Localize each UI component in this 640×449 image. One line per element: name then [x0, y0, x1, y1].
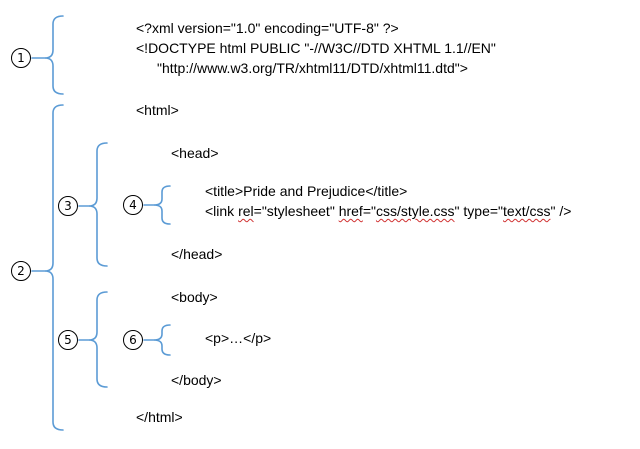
- code-head-close: </head>: [171, 246, 223, 262]
- code-paragraph-element: <p>…</p>: [205, 330, 272, 346]
- marker-6: 6: [123, 330, 143, 350]
- link-href-value: css/style.css: [375, 203, 455, 219]
- bracket-6: [153, 324, 171, 356]
- code-doctype-line-2: "http://www.w3.org/TR/xhtml11/DTD/xhtml1…: [157, 60, 468, 76]
- marker-4: 4: [123, 195, 143, 215]
- code-title-element: <title>Pride and Prejudice</title>: [205, 183, 408, 199]
- link-rel-attr: rel: [238, 203, 254, 219]
- link-href-attr: href: [338, 203, 363, 219]
- bracket-5: [88, 291, 108, 388]
- code-body-close: </body>: [171, 372, 222, 388]
- code-body-open: <body>: [171, 289, 218, 305]
- code-doctype-line-1: <!DOCTYPE html PUBLIC "-//W3C//DTD XHTML…: [136, 40, 496, 56]
- bracket-3: [88, 142, 108, 267]
- link-part: ="stylesheet": [253, 203, 339, 219]
- bracket-4: [153, 185, 171, 225]
- marker-5: 5: [58, 330, 78, 350]
- marker-1: 1: [11, 48, 31, 68]
- link-part: " />: [550, 203, 572, 219]
- code-head-open: <head>: [171, 145, 219, 161]
- marker-2: 2: [11, 261, 31, 281]
- link-part: =": [362, 203, 376, 219]
- marker-3: 3: [58, 196, 78, 216]
- bracket-1: [44, 15, 64, 95]
- link-part: <link: [205, 203, 239, 219]
- link-part: " type=": [454, 203, 504, 219]
- code-xml-declaration: <?xml version="1.0" encoding="UTF-8" ?>: [136, 20, 399, 36]
- bracket-2: [44, 104, 64, 431]
- link-type-value: text/css: [503, 203, 551, 219]
- code-html-close: </html>: [136, 409, 183, 425]
- code-link-element: <link rel="stylesheet" href="css/style.c…: [205, 203, 571, 220]
- code-html-open: <html>: [136, 102, 179, 118]
